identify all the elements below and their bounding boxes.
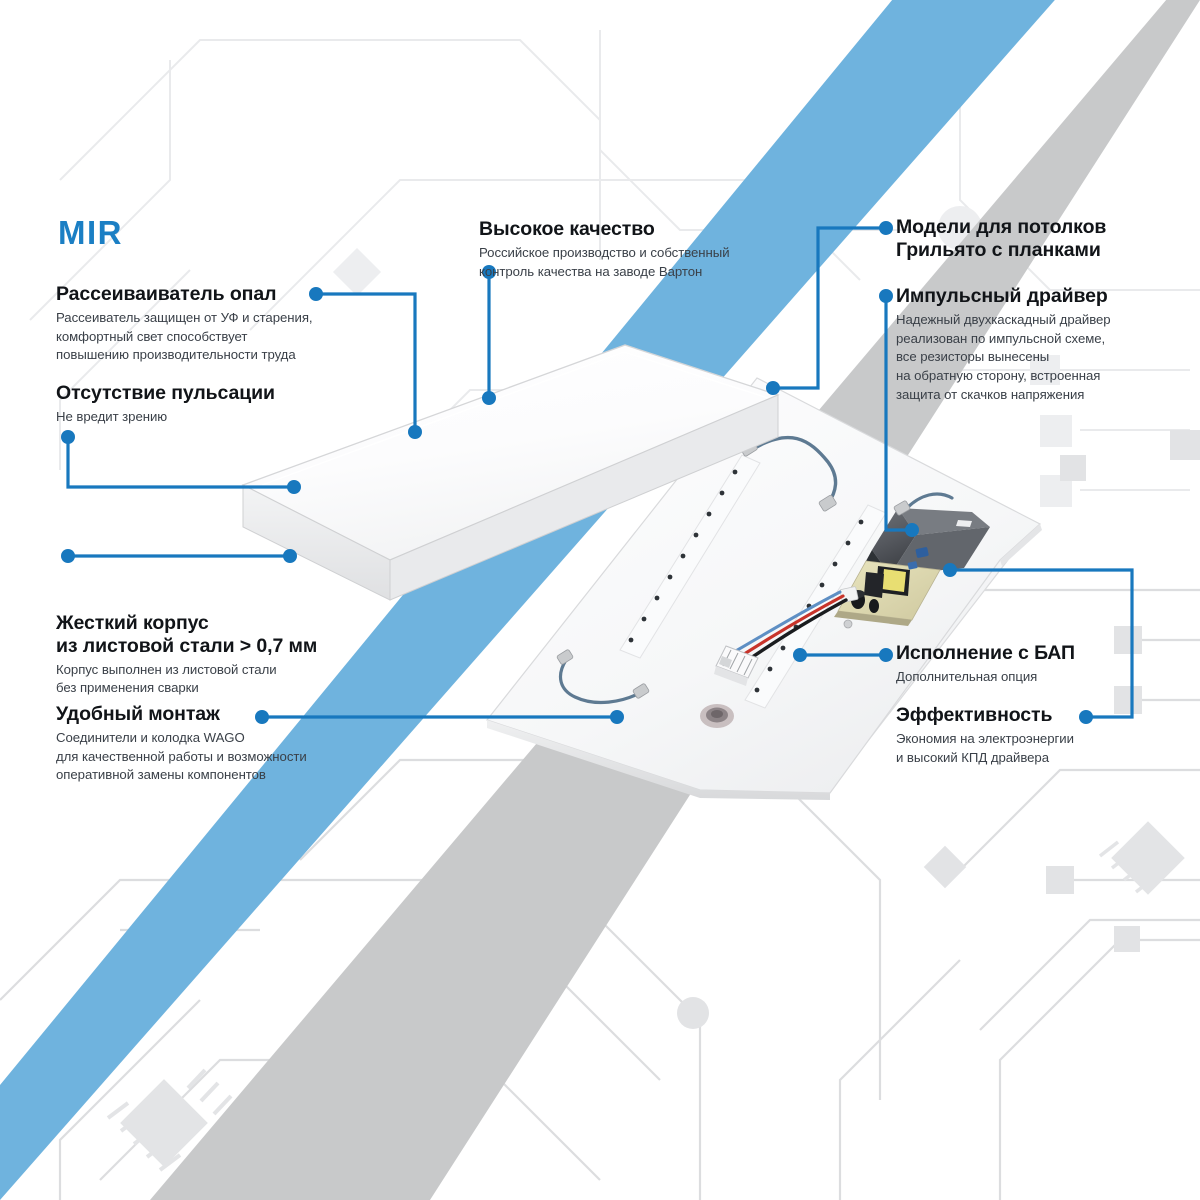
wago-connector bbox=[714, 645, 759, 686]
callout-bap-title: Исполнение с БАП bbox=[896, 642, 1075, 664]
callout-efficiency: Эффективность Экономия на электроэнергии… bbox=[896, 704, 1186, 767]
brand-logo: MIR bbox=[58, 214, 123, 251]
connector-driver bbox=[884, 296, 912, 532]
callout-driver-title: Импульсный драйвер bbox=[896, 285, 1108, 307]
callout-steel-body-title: Жесткий корпус из листовой стали > 0,7 м… bbox=[56, 612, 318, 657]
callout-quality-body: Российское производство и собственный ко… bbox=[479, 244, 730, 279]
callout-steel-body-body: Корпус выполнен из листовой стали без пр… bbox=[56, 661, 277, 696]
callout-steel-body: Жесткий корпус из листовой стали > 0,7 м… bbox=[56, 612, 396, 698]
callout-grilyato: Модели для потолков Грильято с планками bbox=[896, 216, 1196, 262]
blue-diagonal-band bbox=[0, 0, 1055, 1200]
connector-endpoint-dots bbox=[61, 221, 1093, 724]
ic-chip-graphic-2 bbox=[1098, 821, 1185, 895]
callout-efficiency-body: Экономия на электроэнергии и высокий КПД… bbox=[896, 730, 1074, 765]
callout-flicker: Отсутствие пульсации Не вредит зрению bbox=[56, 382, 356, 427]
callout-grilyato-title: Модели для потолков Грильято с планками bbox=[896, 216, 1107, 261]
callout-flicker-body: Не вредит зрению bbox=[56, 408, 168, 424]
opal-diffuser-panel bbox=[241, 344, 780, 601]
callout-bap: Исполнение с БАП Дополнительная опция bbox=[896, 642, 1186, 687]
callout-mounting-title: Удобный монтаж bbox=[56, 703, 220, 725]
led-strip-left bbox=[619, 454, 761, 659]
transformer bbox=[864, 566, 910, 598]
callout-diffuser: Рассеиваиватель опал Рассеиватель защище… bbox=[56, 283, 386, 365]
callout-mounting-body: Соединители и колодка WAGO для качествен… bbox=[56, 729, 307, 783]
callout-quality: Высокое качество Российское производство… bbox=[479, 218, 799, 281]
callout-driver: Импульсный драйвер Надежный двухкаскадны… bbox=[896, 285, 1196, 404]
steel-housing-tray bbox=[485, 377, 1042, 800]
callout-flicker-title: Отсутствие пульсации bbox=[56, 382, 275, 404]
cable-grommet bbox=[700, 704, 734, 728]
callout-bap-body: Дополнительная опция bbox=[896, 668, 1038, 684]
ic-chip-graphic bbox=[106, 1068, 233, 1172]
callout-diffuser-body: Рассеиватель защищен от УФ и старения, к… bbox=[56, 309, 313, 363]
connector-efficiency bbox=[950, 568, 1134, 719]
callout-quality-title: Высокое качество bbox=[479, 218, 655, 240]
callout-efficiency-title: Эффективность bbox=[896, 704, 1053, 726]
connector-flicker bbox=[66, 437, 294, 489]
callout-diffuser-title: Рассеиваиватель опал bbox=[56, 283, 277, 305]
connector-grilyato bbox=[773, 226, 886, 390]
callout-mounting: Удобный монтаж Соединители и колодка WAG… bbox=[56, 703, 416, 785]
driver-pcb bbox=[834, 547, 941, 629]
callout-driver-body: Надежный двухкаскадный драйвер реализова… bbox=[896, 311, 1111, 402]
led-interconnect-wire-lower bbox=[556, 649, 650, 705]
connector-diffuser bbox=[316, 292, 417, 432]
